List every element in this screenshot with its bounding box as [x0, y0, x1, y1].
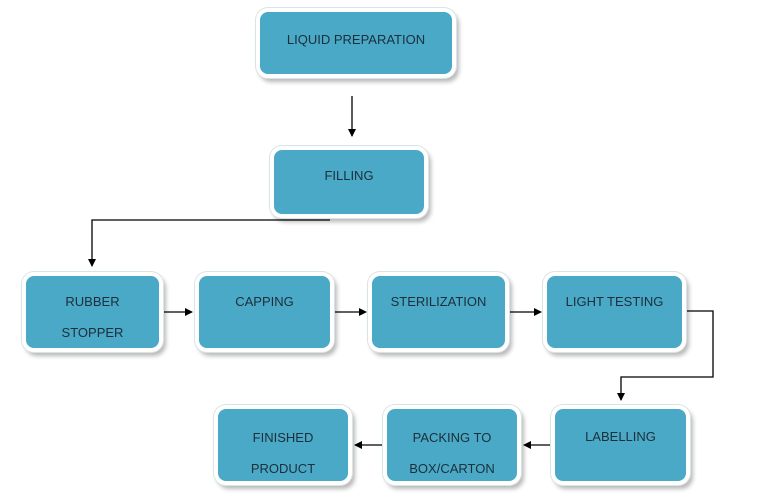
- node-rubber-stopper: RUBBER STOPPER: [22, 272, 163, 352]
- node-label: STERILIZATION: [390, 294, 487, 309]
- node-filling: FILLING: [270, 146, 428, 218]
- node-label-line2: STOPPER: [61, 325, 124, 340]
- node-label: LABELLING: [585, 429, 656, 444]
- node-label-line2: PRODUCT: [250, 461, 316, 476]
- node-label-line2: BOX/CARTON: [409, 461, 495, 476]
- node-label-line1: FINISHED: [252, 430, 314, 445]
- node-label: CAPPING: [235, 294, 294, 309]
- node-label: LIGHT TESTING: [565, 294, 664, 309]
- node-capping: CAPPING: [195, 272, 334, 352]
- edge-light-to-labelling: [617, 310, 714, 401]
- node-label-line1: RUBBER: [65, 294, 120, 309]
- node-label-line1: PACKING TO: [412, 430, 492, 445]
- node-labelling: LABELLING: [551, 405, 690, 485]
- edge-filling-to-rubber: [88, 219, 330, 267]
- node-finished-product: FINISHED PRODUCT: [214, 405, 352, 485]
- node-packing: PACKING TO BOX/CARTON: [383, 405, 521, 485]
- node-label: FILLING: [324, 168, 374, 183]
- node-light-testing: LIGHT TESTING: [543, 272, 686, 352]
- node-label: LIQUID PREPARATION: [286, 32, 426, 47]
- node-liquid-preparation: LIQUID PREPARATION: [256, 8, 456, 78]
- node-sterilization: STERILIZATION: [368, 272, 509, 352]
